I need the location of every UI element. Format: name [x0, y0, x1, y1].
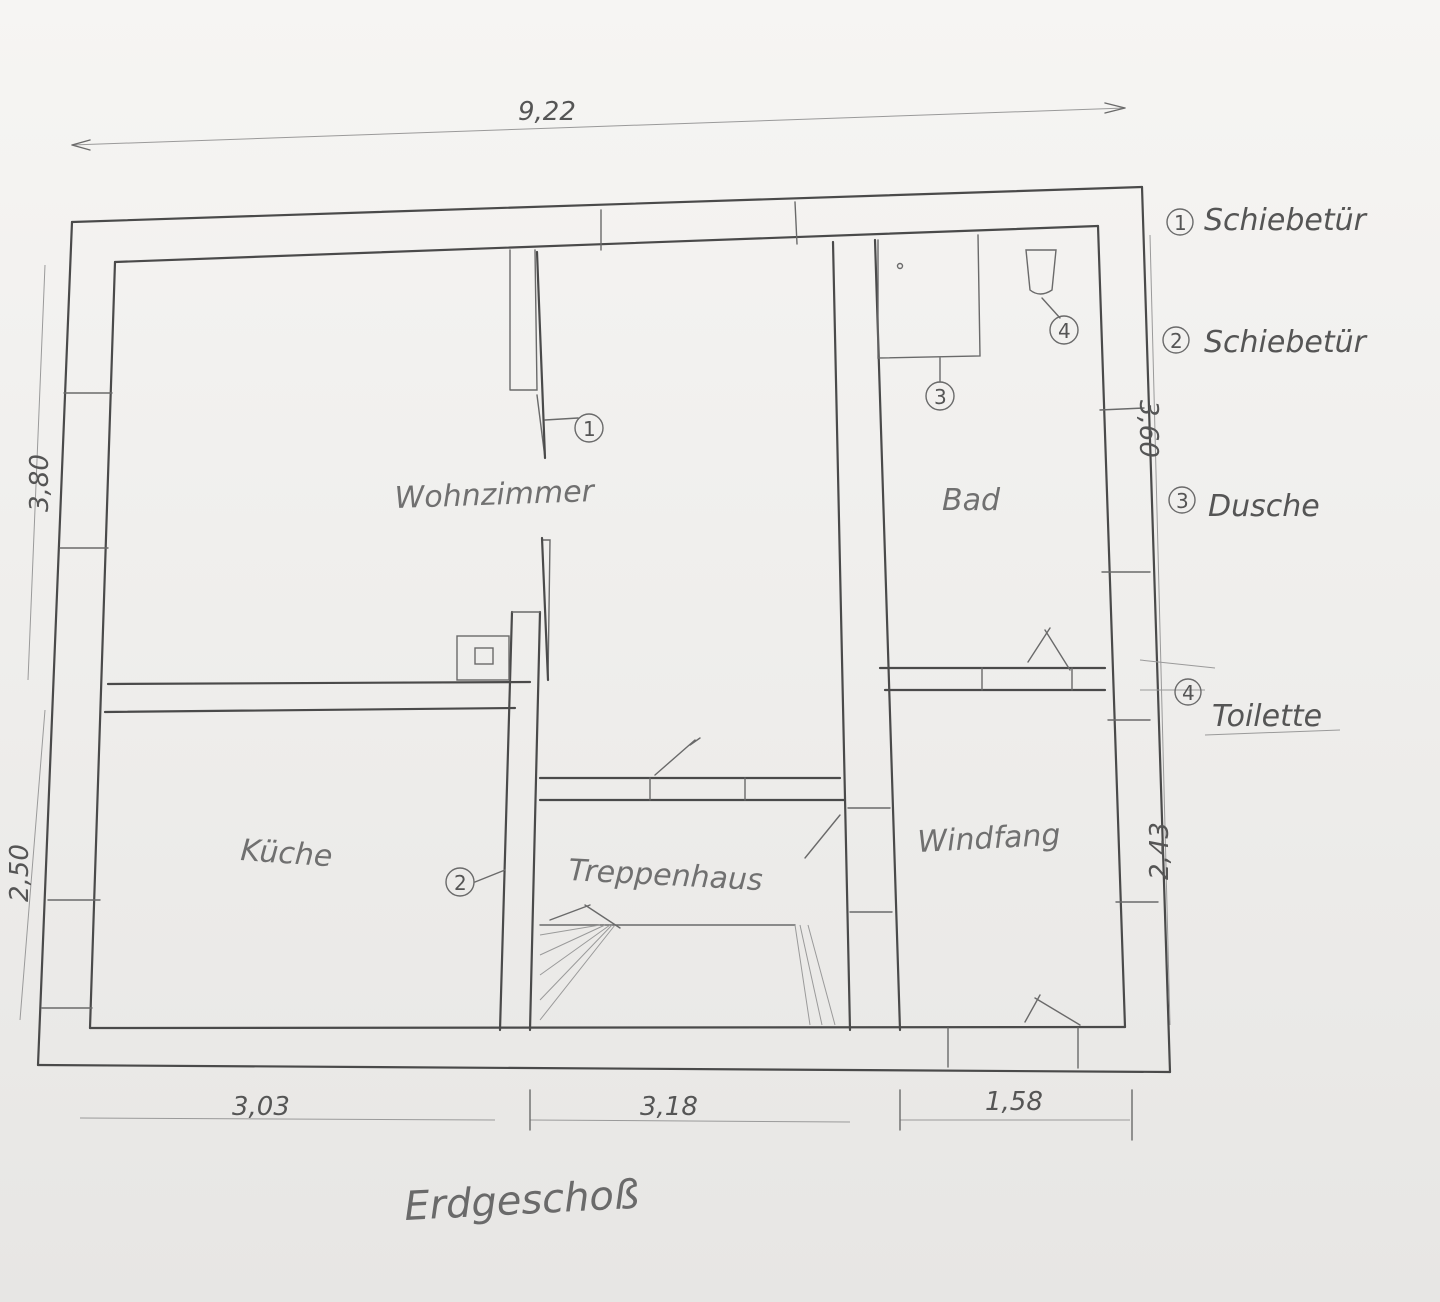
marker-1: 1 — [583, 417, 596, 441]
door-swing-arrow-bath — [1027, 627, 1071, 671]
dim-left-lower: 2,50 — [5, 844, 35, 902]
legend-label-4: Toilette — [1212, 699, 1322, 734]
partition-wall-living — [535, 250, 550, 682]
stair-direction-arrow — [549, 904, 621, 929]
shower-enclosure — [877, 234, 981, 359]
marker-2: 2 — [454, 871, 467, 895]
wall-stair-top — [538, 776, 847, 802]
dim-right-lower: 2,43 — [1145, 822, 1175, 880]
interior-walls — [103, 234, 1107, 1032]
legend-circle-4 — [1174, 678, 1202, 706]
outer-wall-bottom-outer — [36, 1063, 1172, 1074]
chimney-flue — [474, 647, 494, 665]
door-swing-arrow-stair — [654, 737, 701, 776]
legend-number-4: 4 — [1182, 681, 1195, 705]
room-label-bad: Bad — [942, 483, 1001, 518]
wall-kitchen-stair — [498, 610, 542, 1032]
stair-treads-right — [794, 924, 836, 1026]
dim-top-width: 9,22 — [518, 97, 576, 127]
dim-bottom-mid: 3,18 — [640, 1092, 698, 1122]
marker-3: 3 — [934, 385, 947, 409]
legend-label-2: Schiebetür — [1204, 325, 1368, 360]
door-swing-arrow-windfang — [804, 814, 841, 859]
outer-walls — [36, 185, 1172, 1074]
outer-wall-right-inner — [1096, 224, 1127, 1029]
outer-wall-top-outer — [70, 185, 1144, 224]
dimline-left — [19, 264, 46, 1021]
room-labels: Wohnzimmer Bad Küche Treppenhaus Windfan… — [239, 474, 1061, 898]
window-right-windfang — [1107, 719, 1159, 903]
room-label-windfang: Windfang — [917, 818, 1062, 860]
wall-openings — [41, 201, 1159, 1069]
door-stair-windfang — [847, 807, 893, 913]
dim-bottom-left: 3,03 — [232, 1092, 290, 1122]
marker-circle-3 — [925, 381, 955, 411]
entrance-door-opening — [947, 1027, 1079, 1069]
door-swing-arrow-entrance — [1024, 994, 1081, 1026]
dim-right-upper: 3,60 — [1133, 400, 1163, 458]
dimension-lines — [19, 102, 1341, 1141]
room-label-kueche: Küche — [239, 833, 333, 874]
legend-circle-1 — [1166, 208, 1194, 236]
marker-circle-2 — [445, 867, 475, 897]
outer-wall-left-inner — [88, 260, 117, 1030]
chimney — [456, 635, 510, 681]
outer-wall-top-inner — [113, 224, 1100, 264]
sliding-door-1 — [509, 249, 551, 681]
wall-living-bath — [831, 238, 902, 1032]
legend: 1 Schiebetür 2 Schiebetür 3 Dusche 4 Toi… — [1162, 203, 1368, 734]
wall-bath-windfang — [878, 666, 1107, 692]
window-right-bath — [1099, 407, 1151, 573]
legend-number-1: 1 — [1174, 211, 1187, 235]
dimension-texts: 9,22 3,80 2,50 3,60 2,43 3,03 3,18 1,58 — [5, 97, 1175, 1122]
legend-number-2: 2 — [1170, 329, 1183, 353]
door-bath — [981, 667, 1073, 691]
outer-wall-left-outer — [36, 220, 74, 1067]
dim-left-upper: 3,80 — [25, 454, 55, 512]
outer-wall-bottom-inner — [88, 1025, 1127, 1030]
dim-bottom-right: 1,58 — [985, 1087, 1043, 1117]
marker-circle-1 — [574, 413, 604, 443]
outer-wall-right-outer — [1140, 185, 1172, 1074]
floor-caption: Erdgeschoß — [403, 1172, 640, 1230]
marker-circle-4 — [1049, 315, 1079, 345]
toilet-symbol — [1025, 249, 1057, 295]
dimline-top — [71, 107, 1126, 146]
legend-number-3: 3 — [1176, 489, 1189, 513]
room-label-wohnzimmer: Wohnzimmer — [394, 474, 596, 516]
dimline-right — [1149, 234, 1171, 1026]
window-left-kitchen — [41, 899, 101, 1009]
wall-living-kitchen — [103, 680, 532, 714]
room-label-treppenhaus: Treppenhaus — [568, 853, 764, 898]
window-left-living — [59, 392, 113, 549]
legend-label-3: Dusche — [1208, 489, 1320, 524]
stair-treads-left — [539, 924, 616, 1021]
legend-label-1: Schiebetür — [1204, 203, 1368, 238]
door-stair-top — [649, 777, 746, 801]
dimline-bottom — [79, 1117, 1130, 1123]
marker-4: 4 — [1058, 319, 1071, 343]
legend-circle-2 — [1162, 326, 1190, 354]
plan-markers: 1 2 3 4 — [445, 315, 1079, 897]
window-top-living — [600, 201, 798, 251]
legend-circle-3 — [1168, 486, 1196, 514]
shower-drain — [896, 262, 904, 270]
